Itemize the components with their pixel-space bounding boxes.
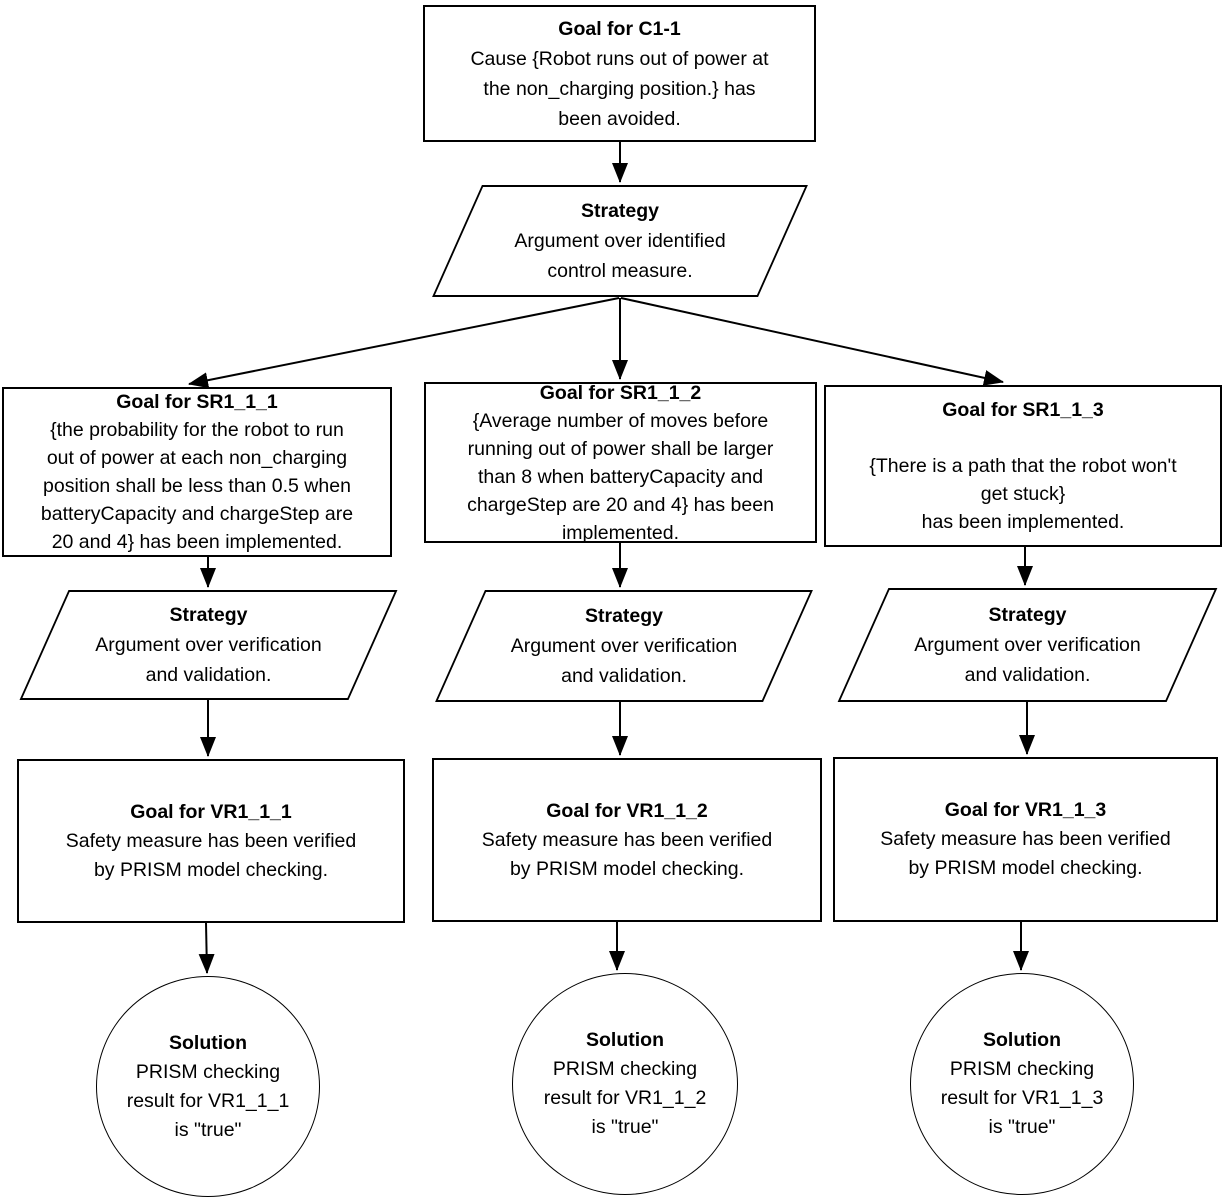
solution-node-3: Solution PRISM checking result for VR1_1…	[910, 973, 1134, 1195]
strategy-verification-node-3: Strategy Argument over verification and …	[837, 588, 1218, 702]
goal-sr1-1-2-node: Goal for SR1_1_2 {Average number of move…	[424, 381, 817, 544]
goal-vr1-1-1-node: Goal for VR1_1_1 Safety measure has been…	[17, 759, 405, 923]
strategy-control-measure-node: Strategy Argument over identified contro…	[432, 185, 808, 297]
node-title: Goal for SR1_1_3	[942, 399, 1104, 421]
node-body: Argument over verification and validatio…	[510, 635, 738, 687]
goal-c1-1-node: Goal for C1-1 Cause {Robot runs out of p…	[423, 5, 816, 142]
node-body: Safety measure has been verified by PRIS…	[481, 828, 773, 880]
node-body: {There is a path that the robot won't ge…	[869, 455, 1177, 533]
goal-vr1-1-3-node: Goal for VR1_1_3 Safety measure has been…	[833, 757, 1218, 922]
arrow-strategy-to-sr1-1-3	[620, 297, 1004, 386]
node-body: PRISM checking result for VR1_1_3 is "tr…	[940, 1058, 1104, 1138]
goal-vr1-1-2-node: Goal for VR1_1_2 Safety measure has been…	[432, 758, 822, 922]
arrow-vr1-1-1-to-solution	[198, 922, 215, 974]
goal-sr1-1-1-node: Goal for SR1_1_1 {the probability for th…	[2, 387, 392, 557]
node-title: Strategy	[988, 604, 1067, 626]
node-title: Goal for C1-1	[558, 17, 681, 40]
strategy-verification-node-2: Strategy Argument over verification and …	[435, 590, 813, 702]
node-title: Goal for VR1_1_2	[546, 799, 708, 822]
node-body: Cause {Robot runs out of power at the no…	[470, 47, 769, 130]
node-title: Goal for VR1_1_1	[130, 800, 292, 823]
goal-sr1-1-3-node: Goal for SR1_1_3 {There is a path that t…	[824, 385, 1222, 547]
strategy-verification-node-1: Strategy Argument over verification and …	[19, 590, 398, 700]
solution-node-2: Solution PRISM checking result for VR1_1…	[512, 973, 738, 1195]
node-title: Solution	[586, 1029, 664, 1051]
node-body: Argument over identified control measure…	[514, 230, 726, 282]
node-body: PRISM checking result for VR1_1_2 is "tr…	[543, 1058, 707, 1138]
node-body: Argument over verification and validatio…	[914, 634, 1141, 686]
node-title: Strategy	[580, 200, 660, 222]
node-body: {Average number of moves before running …	[467, 409, 774, 544]
node-title: Solution	[983, 1029, 1061, 1051]
arrow-strategy-to-sr1-1-1	[188, 297, 620, 389]
node-title: Goal for VR1_1_3	[944, 799, 1107, 821]
node-body: Safety measure has been verified by PRIS…	[880, 828, 1171, 879]
node-body: Argument over verification and validatio…	[95, 634, 322, 686]
node-body: {the probability for the robot to run ou…	[40, 419, 354, 553]
node-title: Goal for SR1_1_2	[539, 381, 702, 404]
node-title: Goal for SR1_1_1	[116, 391, 278, 413]
solution-node-1: Solution PRISM checking result for VR1_1…	[96, 976, 320, 1197]
node-body: Safety measure has been verified by PRIS…	[65, 829, 357, 881]
node-title: Solution	[169, 1031, 247, 1054]
node-title: Strategy	[584, 605, 664, 627]
node-title: Strategy	[169, 604, 248, 626]
node-body: PRISM checking result for VR1_1_1 is "tr…	[126, 1060, 290, 1141]
